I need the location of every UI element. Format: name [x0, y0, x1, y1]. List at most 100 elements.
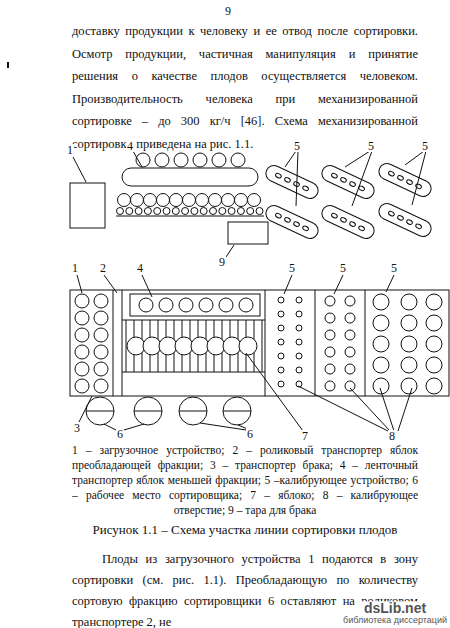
calibrating-hole — [345, 296, 355, 306]
calibrating-hole — [296, 353, 302, 359]
calibrating-hole — [345, 330, 355, 340]
callout-number: 5 — [390, 262, 398, 274]
callout-number: 3 — [73, 422, 81, 434]
apple — [174, 153, 188, 167]
apple — [75, 345, 89, 359]
scan-mark — [7, 62, 9, 68]
line-plan-frame — [70, 290, 449, 396]
calibrating-hole — [426, 378, 442, 394]
calibrating-belt — [376, 161, 434, 199]
calibrating-hole — [401, 315, 417, 331]
calibrating-hole — [325, 381, 335, 391]
callout-number: 2 — [99, 262, 107, 274]
apple — [94, 311, 108, 325]
roller — [154, 208, 161, 215]
calibrating-hole — [401, 378, 417, 394]
apple — [75, 311, 89, 325]
loading-device — [70, 183, 105, 228]
apple — [223, 337, 241, 355]
apple — [231, 153, 245, 167]
leader-lines — [73, 151, 426, 257]
roller — [126, 208, 133, 215]
apple — [209, 194, 222, 207]
calibrating-hole — [373, 357, 389, 373]
apple — [183, 194, 196, 207]
roller — [228, 208, 235, 215]
apple — [239, 298, 253, 312]
body-paragraph: доставку продукции к человеку и ее отвод… — [72, 20, 418, 155]
calibrating-hole — [278, 353, 284, 359]
apple — [175, 337, 193, 355]
apple — [155, 153, 169, 167]
calibrating-hole — [325, 330, 335, 340]
calibrating-hole — [278, 311, 284, 317]
calibrating-hole — [325, 296, 335, 306]
roller — [135, 208, 142, 215]
calibrating-belt — [319, 203, 377, 241]
calibrating-hole — [325, 364, 335, 374]
figure-key: 1 – загрузочное устройство; 2 – роликовы… — [72, 443, 418, 518]
callout-number: 5 — [421, 140, 429, 152]
calibrating-hole — [296, 311, 302, 317]
roller — [144, 208, 151, 215]
apple — [179, 298, 193, 312]
roller — [256, 208, 263, 215]
roller — [191, 208, 198, 215]
calibrating-hole — [278, 367, 284, 373]
callout-number: 5 — [288, 262, 296, 274]
apple — [235, 194, 248, 207]
small-fraction-belt — [130, 294, 260, 316]
apple — [207, 337, 225, 355]
apple — [94, 294, 108, 308]
apple — [94, 345, 108, 359]
calibrating-hole — [426, 294, 442, 310]
callout-number: 8 — [388, 430, 396, 442]
calibrating-hole — [345, 347, 355, 357]
apple — [248, 194, 261, 207]
figure-caption: Рисунок 1.1 – Схема участка линии сортир… — [40, 522, 450, 538]
apple — [75, 328, 89, 342]
sorter-workplace — [86, 397, 114, 425]
apple — [118, 194, 131, 207]
roller — [237, 208, 244, 215]
apple — [127, 337, 145, 355]
calibrating-hole — [278, 325, 284, 331]
callout-number: 5 — [339, 262, 347, 274]
calibrating-hole — [296, 367, 302, 373]
calibrating-hole — [296, 339, 302, 345]
callout-number: 9 — [218, 256, 226, 268]
calibrating-hole — [373, 315, 389, 331]
apple — [199, 298, 213, 312]
calibrating-hole — [426, 315, 442, 331]
calibrating-hole — [426, 357, 442, 373]
roller — [210, 208, 217, 215]
apple — [191, 337, 209, 355]
roller — [182, 208, 189, 215]
calibrating-hole — [345, 313, 355, 323]
apple — [139, 298, 153, 312]
watermark: библиотека диссертаций — [340, 616, 450, 626]
calibrating-hole — [426, 336, 442, 352]
apple — [159, 298, 173, 312]
callout-number: 5 — [367, 140, 375, 152]
callout-number: 9 — [224, 5, 232, 17]
apple — [94, 328, 108, 342]
roller — [117, 208, 124, 215]
roller — [219, 208, 226, 215]
apple — [239, 337, 257, 355]
apple — [75, 294, 89, 308]
calibrating-belt — [376, 201, 434, 239]
calibrating-belt — [263, 163, 321, 201]
apple — [94, 362, 108, 376]
calibrating-hole — [296, 297, 302, 303]
calibrating-hole — [278, 381, 284, 387]
calibrating-hole — [373, 336, 389, 352]
calibrating-hole — [345, 364, 355, 374]
roller — [200, 208, 207, 215]
callout-number: 1 — [66, 144, 74, 156]
roller — [163, 208, 170, 215]
apple — [196, 194, 209, 207]
callout-number: 5 — [293, 140, 301, 152]
callout-number: 7 — [301, 430, 309, 442]
